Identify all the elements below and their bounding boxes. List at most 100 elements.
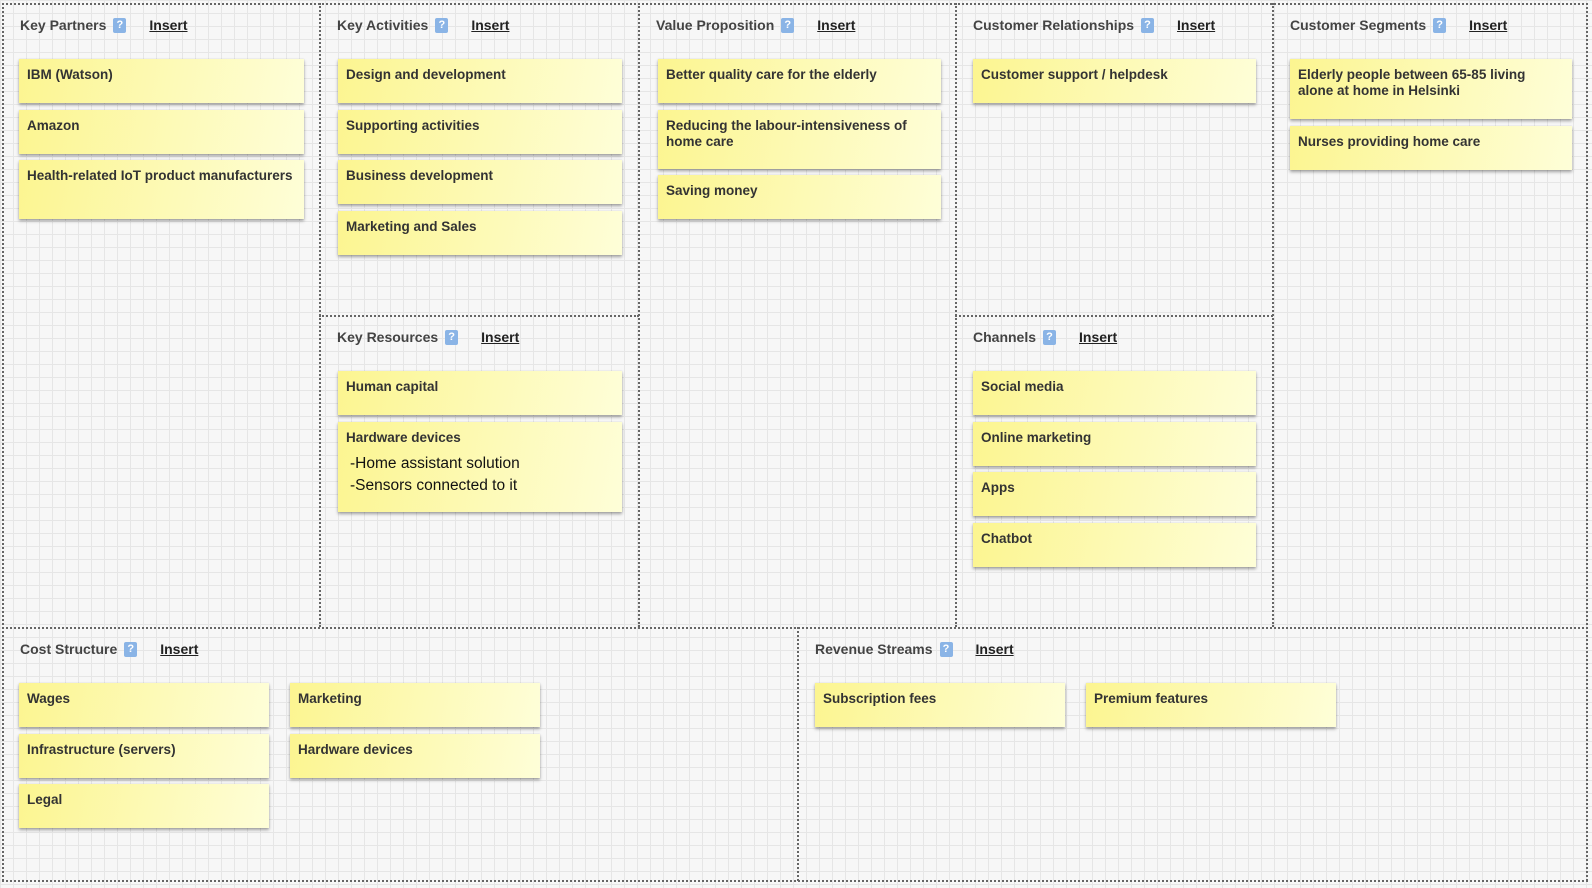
section-key-partners: Key Partners ? Insert IBM (Watson) Amazo…: [2, 3, 319, 627]
sticky-note[interactable]: Subscription fees: [815, 683, 1065, 727]
section-header: Key Activities ? Insert: [337, 15, 509, 35]
note-title: Marketing and Sales: [346, 219, 477, 234]
note-title: Reducing the labour-intensiveness of hom…: [666, 118, 907, 149]
note-title: Social media: [981, 379, 1064, 394]
note-body-line: -Home assistant solution: [350, 455, 520, 472]
section-title: Key Partners: [20, 17, 107, 33]
note-title: Human capital: [346, 379, 439, 394]
sticky-note[interactable]: Hardware devices: [290, 734, 540, 778]
note-title: Infrastructure (servers): [27, 742, 176, 757]
note-title: Elderly people between 65-85 living alon…: [1298, 67, 1526, 98]
help-icon[interactable]: ?: [939, 641, 953, 657]
divider-activities-value: [638, 3, 640, 627]
section-key-resources: Key Resources ? Insert Human capital Har…: [319, 315, 638, 627]
sticky-note[interactable]: Marketing: [290, 683, 540, 727]
sticky-note[interactable]: Customer support / helpdesk: [973, 59, 1256, 103]
sticky-note[interactable]: Health-related IoT product manufacturers: [19, 160, 304, 219]
section-title: Customer Relationships: [973, 17, 1135, 33]
insert-link[interactable]: Insert: [817, 17, 856, 33]
divider-activities-resources: [319, 315, 639, 317]
insert-link[interactable]: Insert: [149, 17, 188, 33]
divider-top-bottom: [2, 627, 1588, 629]
note-title: Health-related IoT product manufacturers: [27, 168, 293, 183]
sticky-note[interactable]: Hardware devices -Home assistant solutio…: [338, 422, 622, 512]
help-icon[interactable]: ?: [435, 17, 449, 33]
sticky-note[interactable]: Wages: [19, 683, 269, 727]
section-title: Cost Structure: [20, 641, 118, 657]
section-customer-relationships: Customer Relationships ? Insert Customer…: [955, 3, 1272, 315]
help-icon[interactable]: ?: [113, 17, 127, 33]
help-icon[interactable]: ?: [1141, 17, 1155, 33]
note-title: Apps: [981, 480, 1015, 495]
section-header: Revenue Streams ? Insert: [815, 639, 1014, 659]
note-title: Supporting activities: [346, 118, 480, 133]
help-icon[interactable]: ?: [124, 641, 138, 657]
sticky-note[interactable]: Social media: [973, 371, 1256, 415]
insert-link[interactable]: Insert: [1469, 17, 1508, 33]
note-title: Hardware devices: [346, 430, 461, 445]
note-title: Nurses providing home care: [1298, 134, 1481, 149]
section-header: Value Proposition ? Insert: [656, 15, 855, 35]
note-title: Legal: [27, 792, 63, 807]
border-left: [2, 3, 4, 881]
note-title: Customer support / helpdesk: [981, 67, 1168, 82]
sticky-note[interactable]: Premium features: [1086, 683, 1336, 727]
note-title: Subscription fees: [823, 691, 937, 706]
insert-link[interactable]: Insert: [481, 329, 520, 345]
sticky-note[interactable]: Design and development: [338, 59, 622, 103]
insert-link[interactable]: Insert: [1177, 17, 1216, 33]
sticky-note[interactable]: Nurses providing home care: [1290, 126, 1572, 170]
sticky-note[interactable]: Chatbot: [973, 523, 1256, 567]
sticky-note[interactable]: Business development: [338, 160, 622, 204]
help-icon[interactable]: ?: [445, 329, 459, 345]
sticky-note[interactable]: Apps: [973, 472, 1256, 516]
section-customer-segments: Customer Segments ? Insert Elderly peopl…: [1272, 3, 1586, 627]
section-header: Key Resources ? Insert: [337, 327, 519, 347]
note-title: Business development: [346, 168, 494, 183]
insert-link[interactable]: Insert: [975, 641, 1014, 657]
sticky-note[interactable]: Elderly people between 65-85 living alon…: [1290, 59, 1572, 119]
border-bottom: [2, 880, 1588, 882]
insert-link[interactable]: Insert: [160, 641, 199, 657]
note-body-line: -Sensors connected to it: [350, 477, 518, 494]
note-title: Saving money: [666, 183, 758, 198]
section-title: Channels: [973, 329, 1037, 345]
help-icon[interactable]: ?: [781, 17, 795, 33]
section-title: Value Proposition: [656, 17, 775, 33]
sticky-note[interactable]: Saving money: [658, 175, 941, 219]
sticky-note[interactable]: Online marketing: [973, 422, 1256, 466]
section-title: Key Activities: [337, 17, 429, 33]
help-icon[interactable]: ?: [1433, 17, 1447, 33]
sticky-note[interactable]: Amazon: [19, 110, 304, 154]
section-revenue-streams: Revenue Streams ? Insert Subscription fe…: [797, 627, 1586, 880]
sticky-note[interactable]: Legal: [19, 784, 269, 828]
note-title: Marketing: [298, 691, 362, 706]
note-title: Premium features: [1094, 691, 1209, 706]
section-title: Customer Segments: [1290, 17, 1427, 33]
section-header: Key Partners ? Insert: [20, 15, 188, 35]
note-title: Online marketing: [981, 430, 1092, 445]
insert-link[interactable]: Insert: [1079, 329, 1118, 345]
note-body: -Home assistant solution -Sensors connec…: [346, 453, 614, 497]
divider-relationships-segments: [1272, 3, 1274, 627]
note-title: Chatbot: [981, 531, 1032, 546]
insert-link[interactable]: Insert: [471, 17, 510, 33]
sticky-note[interactable]: Marketing and Sales: [338, 211, 622, 255]
divider-cost-revenue: [797, 627, 799, 881]
note-title: IBM (Watson): [27, 67, 113, 82]
help-icon[interactable]: ?: [1043, 329, 1057, 345]
sticky-note[interactable]: Better quality care for the elderly: [658, 59, 941, 103]
section-header: Customer Relationships ? Insert: [973, 15, 1215, 35]
section-cost-structure: Cost Structure ? Insert Wages Infrastruc…: [2, 627, 797, 880]
sticky-note[interactable]: IBM (Watson): [19, 59, 304, 103]
sticky-note[interactable]: Infrastructure (servers): [19, 734, 269, 778]
section-header: Channels ? Insert: [973, 327, 1117, 347]
divider-relationships-channels: [955, 315, 1273, 317]
sticky-note[interactable]: Reducing the labour-intensiveness of hom…: [658, 110, 941, 169]
note-title: Design and development: [346, 67, 506, 82]
sticky-note[interactable]: Human capital: [338, 371, 622, 415]
note-title: Amazon: [27, 118, 80, 133]
sticky-note[interactable]: Supporting activities: [338, 110, 622, 154]
section-key-activities: Key Activities ? Insert Design and devel…: [319, 3, 638, 315]
